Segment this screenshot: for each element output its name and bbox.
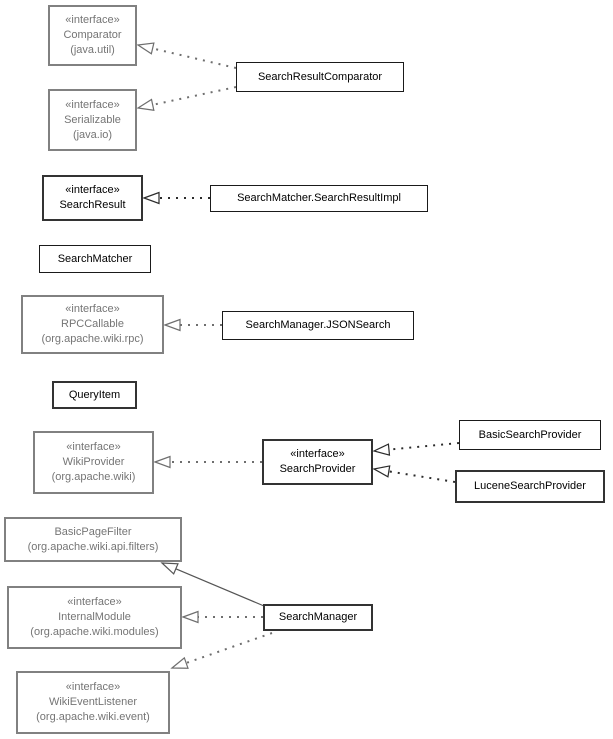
edge-line-implements [152,47,237,69]
hollow-triangle-arrowhead-icon [163,318,181,332]
class-box-label-line: (org.apache.wiki.modules) [30,626,159,638]
class-box-label-line: «interface» [67,596,122,608]
class-box-label-line: «interface» [65,14,120,26]
class-box-rpc-callable[interactable]: «interface» RPCCallable (org.apache.wiki.r… [21,295,164,354]
class-box-label-line: SearchManager [278,611,358,623]
hollow-triangle-arrowhead-icon [372,443,391,456]
class-box-search-result-comparator[interactable]: SearchResultComparator [236,62,404,92]
class-box-label-line: (org.apache.wiki.api.filters) [27,540,159,553]
class-box-label-line: (org.apache.wiki.rpc) [41,333,144,345]
class-box-query-item[interactable]: QueryItem [52,381,137,409]
class-box-label-line: SearchProvider [279,463,356,475]
class-box-serializable[interactable]: «interface» Serializable (java.io) [48,89,137,151]
class-box-label-line: WikiProvider [62,456,125,468]
class-box-label-line: (org.apache.wiki) [51,471,136,483]
class-box-label-line: SearchMatcher.SearchResultImpl [237,192,401,204]
class-box-search-manager[interactable]: SearchManager [263,604,373,631]
edge-line-extends [175,568,265,607]
hollow-triangle-arrowhead-icon [160,562,179,575]
class-box-search-provider[interactable]: «interface» SearchProvider [262,439,373,485]
class-box-label-line: QueryItem [68,388,121,401]
edge-line-implements [185,632,273,664]
class-box-internal-module[interactable]: «interface» InternalModule (org.apache.wik… [7,586,182,649]
class-box-basic-page-filter[interactable]: BasicPageFilter (org.apache.wiki.api.filt… [4,517,182,562]
class-box-label-line: «interface» [65,184,120,196]
class-box-search-matcher-impl[interactable]: SearchMatcher.SearchResultImpl [210,185,428,212]
class-box-label-line: SearchResultComparator [257,70,383,83]
class-box-json-search[interactable]: SearchManager.JSONSearch [222,311,414,340]
class-box-label-line: BasicPageFilter [54,525,132,538]
class-box-label-line: SearchMatcher [57,252,133,265]
class-box-label-line: Comparator [63,29,122,41]
hollow-triangle-arrowhead-icon [136,42,155,55]
hollow-triangle-arrowhead-icon [170,656,189,669]
hollow-triangle-arrowhead-icon [372,465,391,478]
class-box-label-line: SearchResult [59,199,126,211]
hollow-triangle-arrowhead-icon [181,610,199,624]
class-box-label-line: InternalModule [58,611,131,623]
class-box-label-line: «interface» [290,448,345,460]
class-box-wiki-event-listener[interactable]: «interface» WikiEventListener (org.apache.… [16,671,170,734]
class-box-basic-search-provider[interactable]: BasicSearchProvider [459,420,601,450]
class-box-label-line: RPCCallable [61,318,124,330]
class-box-label-line: (java.util) [70,44,115,56]
class-box-label-line: BasicSearchProvider [478,428,582,441]
class-box-search-matcher[interactable]: SearchMatcher [39,245,151,273]
class-box-label-line: (java.io) [72,128,113,141]
hollow-triangle-arrowhead-icon [142,191,160,205]
class-box-label-line: «interface» [65,98,120,111]
class-box-label-line: «interface» [66,441,121,453]
edge-line-implements [152,86,237,106]
class-box-label-line: Serializable [64,113,121,126]
class-box-label-line: LuceneSearchProvider [474,480,586,492]
class-box-label-line: «interface» [65,303,120,315]
hollow-triangle-arrowhead-icon [153,455,171,469]
class-box-comparator[interactable]: «interface» Comparator (java.util) [48,5,137,66]
hollow-triangle-arrowhead-icon [136,98,155,111]
edge-line-implements [388,470,456,483]
class-box-label-line: SearchManager.JSONSearch [245,319,391,331]
edge-line-implements [388,442,460,451]
class-box-wiki-provider[interactable]: «interface» WikiProvider (org.apache.wiki) [33,431,154,494]
class-box-label-line: «interface» [65,681,121,693]
class-box-lucene-search-provider[interactable]: LuceneSearchProvider [455,470,605,503]
class-box-label-line: WikiEventListener [48,696,138,708]
class-box-label-line: (org.apache.wiki.event) [36,711,150,723]
class-box-search-result[interactable]: «interface» SearchResult [42,175,143,221]
